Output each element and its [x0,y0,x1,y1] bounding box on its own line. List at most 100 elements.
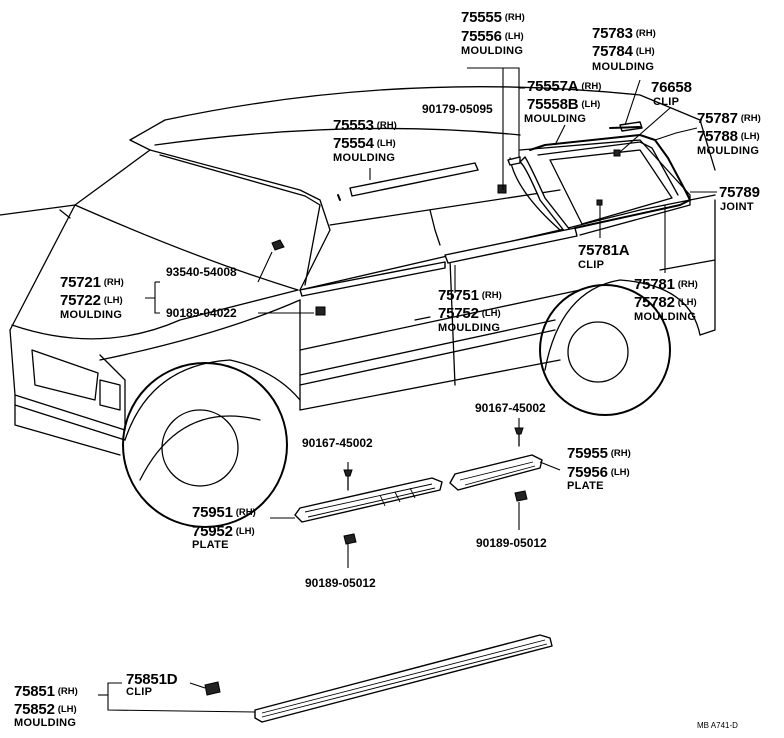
side-rh: (RH) [235,507,256,518]
label-90179-05095: 90179-05095 [422,102,493,116]
part-number: 75556 [461,28,502,45]
label-75721: 75721(RH) [60,275,124,291]
label-plate-75956: PLATE [567,480,604,492]
part-number: 75557A [527,78,579,95]
part-number: 75781 [634,276,675,293]
part-number: 75956 [567,464,608,481]
side-rh: (RH) [481,290,502,301]
side-rh: (RH) [635,28,656,39]
part-number: 75721 [60,274,101,291]
side-rh: (RH) [677,279,698,290]
side-rh: (RH) [57,686,78,697]
label-75956: 75956(LH) [567,465,630,481]
reference-code: MB A741-D [697,721,738,730]
label-90167-45002-rear: 90167-45002 [475,401,546,415]
scuff-plate-rear [449,454,543,491]
label-moulding-75722: MOULDING [60,309,123,321]
part-number: 75558B [527,96,579,113]
label-75783: 75783(RH) [592,26,656,42]
label-75851: 75851(RH) [14,684,78,700]
label-75752: 75752(LH) [438,306,501,322]
side-lh: (LH) [677,297,697,308]
label-moulding-75852: MOULDING [14,717,77,729]
label-75751: 75751(RH) [438,288,502,304]
part-number: 75788 [697,128,738,145]
side-lh: (LH) [610,467,630,478]
label-90167-45002-front: 90167-45002 [302,436,373,450]
label-75556: 75556(LH) [461,29,524,45]
part-number: 75784 [592,43,633,60]
part-number: 75852 [14,701,55,718]
label-75789: 75789 [719,184,760,201]
side-lh: (LH) [740,131,760,142]
side-lh: (LH) [481,308,501,319]
label-moulding-75558: MOULDING [524,113,587,125]
side-lh: (LH) [376,138,396,149]
label-75852: 75852(LH) [14,702,77,718]
label-75787: 75787(RH) [697,111,761,127]
side-rh: (RH) [103,277,124,288]
car-body-outline [0,86,716,528]
side-rh: (RH) [376,120,397,131]
label-90189-05012-front: 90189-05012 [305,576,376,590]
label-75557a: 75557A(RH) [527,79,601,95]
label-75781: 75781(RH) [634,277,698,293]
side-lh: (LH) [504,31,524,42]
side-lh: (LH) [235,526,255,537]
side-lh: (LH) [635,46,655,57]
rocker-moulding-part [204,634,553,723]
label-moulding-75752: MOULDING [438,322,501,334]
part-number: 75722 [60,292,101,309]
label-75788: 75788(LH) [697,129,760,145]
part-number: 75851 [14,683,55,700]
part-number: 75751 [438,287,479,304]
label-75782: 75782(LH) [634,295,697,311]
part-number: 75955 [567,445,608,462]
mouldings-on-car [271,121,691,316]
side-rh: (RH) [610,448,631,459]
label-clip-75851d: CLIP [126,686,153,698]
part-number: 75951 [192,504,233,521]
label-75558b: 75558B(LH) [527,97,600,113]
label-75851d: 75851D [126,671,178,688]
label-moulding-75782: MOULDING [634,311,697,323]
label-moulding-75784: MOULDING [592,61,655,73]
label-moulding-75788: MOULDING [697,145,760,157]
leader-lines [98,67,717,713]
side-lh: (LH) [103,295,123,306]
label-moulding-75554: MOULDING [333,152,396,164]
label-93540-54008: 93540-54008 [166,265,237,279]
part-number: 75952 [192,523,233,540]
part-number: 75782 [634,294,675,311]
label-moulding-75556: MOULDING [461,45,524,57]
part-number: 75555 [461,9,502,26]
label-75951: 75951(RH) [192,505,256,521]
label-75555: 75555(RH) [461,10,525,26]
side-lh: (LH) [581,99,601,110]
label-75781a: 75781A [578,242,630,259]
part-number: 75553 [333,117,374,134]
label-75784: 75784(LH) [592,44,655,60]
fasteners [343,427,528,545]
label-joint-75789: JOINT [720,201,754,213]
label-75955: 75955(RH) [567,446,631,462]
label-75952: 75952(LH) [192,524,255,540]
scuff-plate-front [294,477,443,523]
side-lh: (LH) [57,704,77,715]
label-76658: 76658 [651,79,692,96]
label-75553: 75553(RH) [333,118,397,134]
part-number: 75783 [592,25,633,42]
side-rh: (RH) [504,12,525,23]
label-90189-05012-rear: 90189-05012 [476,536,547,550]
label-75722: 75722(LH) [60,293,123,309]
part-number: 75787 [697,110,738,127]
label-clip-76658: CLIP [653,96,680,108]
side-rh: (RH) [581,81,602,92]
part-number: 75554 [333,135,374,152]
label-90189-04022: 90189-04022 [166,306,237,320]
part-number: 75752 [438,305,479,322]
label-plate-75952: PLATE [192,539,229,551]
side-rh: (RH) [740,113,761,124]
